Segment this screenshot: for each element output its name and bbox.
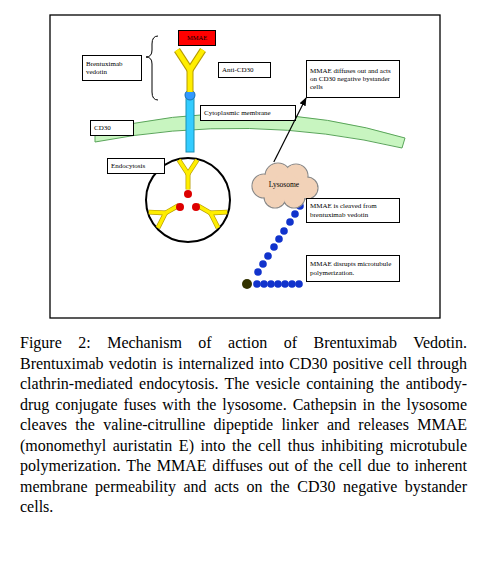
antibody-symbol [177, 50, 203, 92]
drug-dot [192, 203, 200, 211]
note-box: MMAE diffuses out and acts on CD30 negat… [306, 60, 400, 98]
internalized-antibody [193, 197, 228, 227]
label-box: Anti-CD30 [218, 62, 271, 78]
label-box: Brentuximab vedotin [82, 55, 142, 81]
label-box: Endocytosis [107, 158, 165, 174]
internalized-antibody [179, 160, 197, 189]
cd30-receptor [186, 96, 194, 152]
box-text: Endocytosis [111, 162, 145, 170]
box-text: Anti-CD30 [222, 66, 254, 74]
figure-frame [50, 15, 440, 318]
box-text: MMAE [187, 34, 207, 41]
note-box: MMAE disrupts microtubule polymerization… [306, 255, 400, 282]
label-box: CD30 [90, 120, 134, 136]
note-box: MMAE is cleaved from brentuximab vedotin [306, 198, 400, 223]
box-text: Cytoplasmic membrane [204, 109, 271, 117]
chain-end [242, 279, 252, 289]
box-text: MMAE diffuses out and acts on CD30 negat… [310, 67, 396, 91]
drug-box: MMAE [178, 30, 216, 46]
box-text: Lysosome [269, 181, 299, 190]
label-box: Cytoplasmic membrane [200, 105, 296, 121]
microtubule-chain [253, 202, 304, 288]
box-text: MMAE disrupts microtubule polymerization… [310, 260, 396, 276]
curly-bracket [146, 36, 158, 100]
figure-caption: Figure 2: Mechanism of action of Brentux… [20, 333, 467, 518]
drug-dot [176, 203, 184, 211]
internalized-antibody [149, 197, 184, 227]
box-text: CD30 [94, 124, 111, 132]
box-text: Brentuximab vedotin [86, 60, 138, 76]
box-text: MMAE is cleaved from brentuximab vedotin [310, 202, 396, 218]
drug-dot [184, 190, 192, 198]
